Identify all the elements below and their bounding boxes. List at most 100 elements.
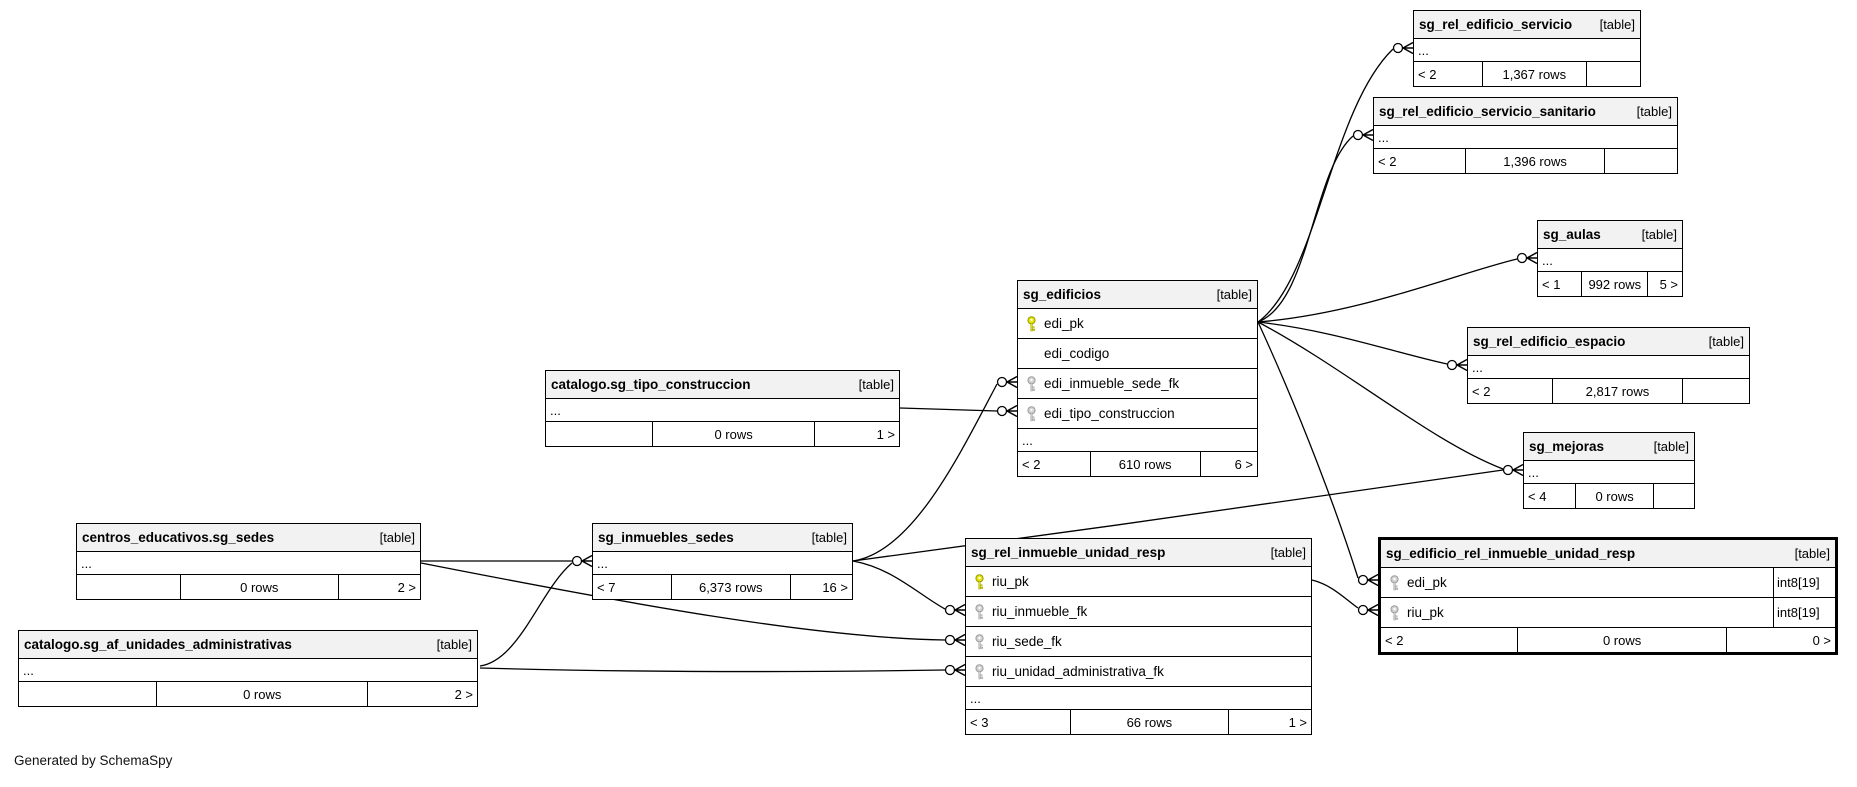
table-title[interactable]: sg_inmuebles_sedes bbox=[598, 530, 734, 545]
crowfoot-connector bbox=[571, 554, 593, 568]
footer-parent-count: < 1 bbox=[1542, 276, 1561, 292]
table-title[interactable]: catalogo.sg_af_unidades_administrativas bbox=[24, 637, 292, 652]
table-header: sg_inmuebles_sedes[table] bbox=[593, 524, 852, 551]
hidden-columns-row: ... bbox=[1524, 460, 1694, 483]
footer-child-count: 1 > bbox=[814, 422, 899, 446]
crowfoot-connector bbox=[1357, 573, 1379, 587]
primary-key-slot bbox=[966, 573, 992, 590]
column-row: edi_codigo bbox=[1018, 338, 1257, 368]
relationship-edge bbox=[479, 562, 573, 667]
footer-parent-count: < 3 bbox=[970, 714, 989, 730]
crowfoot-connector bbox=[1352, 128, 1374, 142]
column-row: edi_inmueble_sede_fk bbox=[1018, 368, 1257, 398]
footer-row-count: 66 rows bbox=[1069, 710, 1229, 734]
relationship-edge bbox=[1257, 321, 1359, 579]
table-title[interactable]: centros_educativos.sg_sedes bbox=[82, 530, 275, 545]
hidden-columns-row: ... bbox=[966, 686, 1311, 709]
footer-child-count: 1 > bbox=[1228, 710, 1311, 734]
foreign-key-slot bbox=[966, 633, 992, 650]
primary-key-icon bbox=[974, 573, 984, 589]
footer-child-count bbox=[1585, 62, 1640, 86]
column-type: int8[19] bbox=[1773, 568, 1835, 597]
table-title[interactable]: sg_mejoras bbox=[1529, 439, 1605, 454]
foreign-key-icon bbox=[974, 603, 984, 619]
footer-row-count: 610 rows bbox=[1089, 452, 1200, 476]
footer-row-count: 6,373 rows bbox=[670, 575, 790, 599]
column-row: edi_pk bbox=[1018, 308, 1257, 338]
table-title[interactable]: sg_rel_inmueble_unidad_resp bbox=[971, 545, 1166, 560]
table-header: catalogo.sg_tipo_construccion[table] bbox=[546, 371, 899, 398]
crowfoot-connector bbox=[944, 633, 966, 647]
table-type-badge: [table] bbox=[1708, 334, 1744, 349]
relationship-edge bbox=[852, 469, 1504, 562]
relationship-edge bbox=[1311, 579, 1359, 609]
footer-parent-count: < 4 bbox=[1528, 488, 1547, 504]
footer-parent-count: < 2 bbox=[1418, 66, 1437, 82]
table-title[interactable]: sg_rel_edificio_espacio bbox=[1473, 334, 1626, 349]
crowfoot-connector bbox=[1392, 41, 1414, 55]
table-title[interactable]: sg_rel_edificio_servicio bbox=[1419, 17, 1573, 32]
table-header: sg_edificio_rel_inmueble_unidad_resp [tab… bbox=[1381, 540, 1835, 567]
footer-child-count: 2 > bbox=[367, 682, 477, 706]
footer-parent-count: < 2 bbox=[1378, 153, 1397, 169]
table-sg_rel_inmueble_unidad_resp: sg_rel_inmueble_unidad_resp[table]riu_pk… bbox=[965, 538, 1312, 735]
generated-by-note: Generated by SchemaSpy bbox=[14, 753, 173, 768]
relationship-edge bbox=[852, 383, 998, 562]
crowfoot-connector bbox=[996, 375, 1018, 389]
crowfoot-connector bbox=[1446, 358, 1468, 372]
table-header: catalogo.sg_af_unidades_administrativas[… bbox=[19, 631, 477, 658]
table-header: sg_rel_edificio_espacio [table] bbox=[1468, 328, 1749, 355]
hidden-columns-row: ... bbox=[593, 551, 852, 574]
relationship-edge bbox=[852, 560, 946, 610]
column-name: edi_inmueble_sede_fk bbox=[1044, 376, 1180, 391]
table-title[interactable]: catalogo.sg_tipo_construccion bbox=[551, 377, 751, 392]
foreign-key-slot bbox=[1381, 604, 1407, 621]
hidden-columns-row: ... bbox=[19, 658, 477, 681]
table-header: sg_rel_inmueble_unidad_resp[table] bbox=[966, 539, 1311, 566]
table-type-badge: [table] bbox=[379, 530, 415, 545]
crowfoot-connector bbox=[1357, 603, 1379, 617]
table-catalogo.sg_af_unidades_administrativas: catalogo.sg_af_unidades_administrativas[… bbox=[18, 630, 478, 707]
table-type-badge: [table] bbox=[1653, 439, 1689, 454]
relationship-edge bbox=[899, 407, 998, 412]
footer-parent-count bbox=[546, 422, 652, 446]
footer-row-count: 2,817 rows bbox=[1552, 379, 1681, 403]
table-title[interactable]: sg_aulas bbox=[1543, 227, 1601, 242]
footer-parent-count bbox=[77, 575, 180, 599]
foreign-key-slot bbox=[966, 663, 992, 680]
table-title[interactable]: sg_edificio_rel_inmueble_unidad_resp bbox=[1386, 546, 1636, 561]
footer-child-count: 6 > bbox=[1199, 452, 1257, 476]
table-title[interactable]: sg_edificios bbox=[1023, 287, 1102, 302]
footer-row-count: 0 rows bbox=[1517, 628, 1726, 652]
column-name: edi_pk bbox=[1044, 316, 1084, 331]
foreign-key-slot bbox=[1018, 375, 1044, 392]
foreign-key-icon bbox=[1026, 375, 1036, 391]
relationship-edge bbox=[1257, 135, 1354, 323]
table-type-badge: [table] bbox=[1641, 227, 1677, 242]
table-header: sg_rel_edificio_servicio[table] bbox=[1414, 11, 1640, 38]
column-name: edi_pk bbox=[1407, 575, 1447, 590]
relationship-edge bbox=[1257, 321, 1504, 470]
foreign-key-icon bbox=[974, 633, 984, 649]
foreign-key-slot bbox=[1381, 574, 1407, 591]
crowfoot-connector bbox=[944, 603, 966, 617]
footer-parent-count: < 2 bbox=[1022, 456, 1041, 472]
foreign-key-icon bbox=[1026, 405, 1036, 421]
footer-row-count: 0 rows bbox=[1575, 484, 1653, 508]
relationship-edge bbox=[479, 667, 946, 673]
footer-child-count bbox=[1681, 379, 1749, 403]
column-type: int8[19] bbox=[1773, 598, 1835, 627]
table-title[interactable]: sg_rel_edificio_servicio_sanitario bbox=[1379, 104, 1596, 119]
table-type-badge: [table] bbox=[1794, 546, 1830, 561]
